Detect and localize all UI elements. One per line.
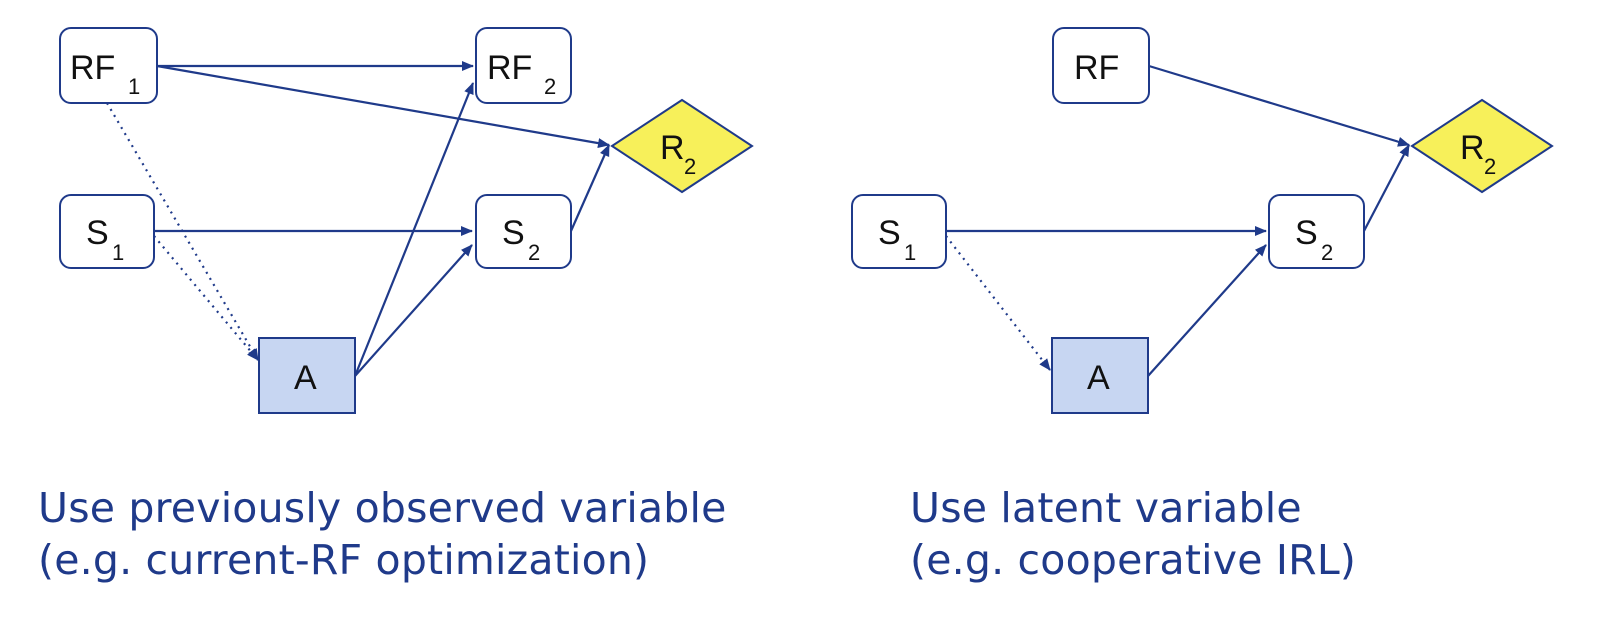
caption-right-line2: (e.g. cooperative IRL) [910, 536, 1357, 584]
node-rf: RF [1052, 27, 1150, 104]
node-s2-subscript: 2 [1321, 240, 1333, 265]
edge-s1-to-a-dotted [153, 235, 259, 361]
edge-rf1-to-r2 [156, 64, 610, 149]
node-rf2: RF 2 [475, 27, 572, 104]
node-rf-label: RF [1074, 49, 1119, 87]
node-r2: R 2 [610, 98, 754, 194]
node-r2-label: R [660, 129, 685, 167]
node-s1-subscript: 1 [112, 240, 124, 265]
edge-a-to-s2 [354, 244, 473, 377]
edge-s2-to-r2 [569, 144, 611, 232]
edge-a-to-rf2 [353, 82, 475, 377]
caption-left-line1: Use previously observed variable [38, 484, 727, 532]
node-rf2-label: RF [487, 49, 532, 87]
caption-left-line2: (e.g. current-RF optimization) [38, 536, 650, 584]
caption-right-line1: Use latent variable [910, 484, 1302, 532]
node-s2-subscript: 2 [528, 240, 540, 265]
node-r2-label: R [1460, 129, 1485, 167]
edge-a-to-s2 [1147, 244, 1267, 377]
diagram-left: RF 1 RF 2 S 1 S 2 A R 2 [59, 27, 754, 414]
node-rf1: RF 1 [59, 27, 158, 104]
node-r2: R 2 [1410, 98, 1554, 194]
caption-left: Use previously observed variable (e.g. c… [38, 482, 727, 586]
node-s2-label: S [502, 214, 525, 252]
node-s1-label: S [878, 214, 901, 252]
edge-s1-to-a-dotted [945, 235, 1051, 371]
edge-rf-to-r2 [1148, 64, 1410, 147]
node-s2: S 2 [475, 194, 572, 269]
diagram-right: RF S 1 S 2 A R 2 [851, 27, 1554, 414]
node-r2-subscript: 2 [684, 154, 696, 179]
caption-right: Use latent variable (e.g. cooperative IR… [910, 482, 1356, 586]
node-s2: S 2 [1268, 194, 1365, 269]
edges-right [945, 64, 1410, 377]
node-s2-label: S [1295, 214, 1318, 252]
node-a: A [258, 337, 356, 414]
node-s1: S 1 [851, 194, 947, 269]
node-a: A [1051, 337, 1149, 414]
node-rf1-label: RF [70, 49, 115, 87]
edge-rf1-to-a-dotted [106, 102, 259, 361]
node-rf2-subscript: 2 [544, 74, 556, 99]
node-s1-label: S [86, 214, 109, 252]
node-r2-subscript: 2 [1484, 154, 1496, 179]
node-a-label: A [294, 359, 317, 397]
node-s1: S 1 [59, 194, 155, 269]
node-rf1-subscript: 1 [128, 74, 140, 99]
edges-left [106, 61, 611, 377]
edge-s2-to-r2 [1363, 144, 1410, 232]
node-s1-subscript: 1 [904, 240, 916, 265]
node-a-label: A [1087, 359, 1110, 397]
